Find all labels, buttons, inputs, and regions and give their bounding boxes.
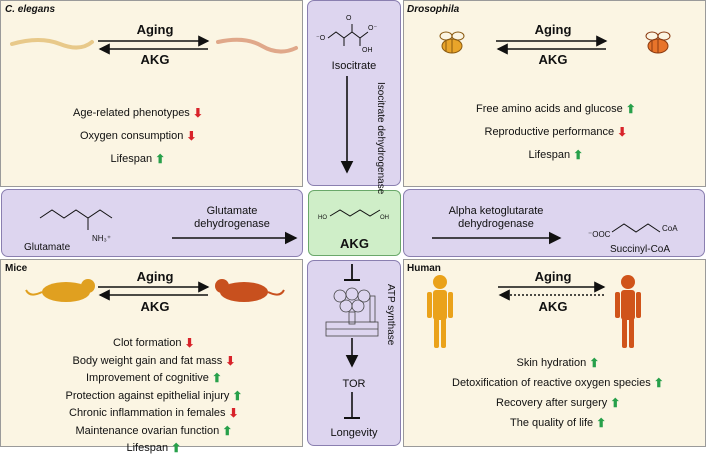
effect-text: Age-related phenotypes (73, 107, 190, 119)
human-title: Human (407, 263, 441, 274)
human-aging-label: Aging (534, 269, 572, 284)
effect-text: The quality of life (510, 417, 594, 429)
isocitrate-dehydrogenase-label: Isocitrate dehydrogenase (375, 82, 386, 195)
effect-row: Chronic inflammation in females⬇ (69, 406, 239, 420)
tor-label: TOR (342, 378, 366, 390)
up-arrow-icon: ⬆ (232, 388, 243, 403)
up-arrow-icon: ⬆ (171, 441, 182, 455)
down-arrow-icon: ⬇ (184, 336, 195, 350)
succinyl-coa-label: Succinyl-CoA (610, 244, 671, 255)
celegans-title: C. elegans (5, 4, 56, 15)
celegans-aging-label: Aging (136, 22, 174, 37)
ooc-label: ⁻OOC (588, 230, 611, 239)
akg-dehydrogenase-line2: dehydrogenase (458, 218, 534, 230)
human-panel (403, 259, 706, 447)
effect-row: Recovery after surgery⬆ (496, 396, 620, 410)
effect-text: Skin hydration (516, 357, 587, 369)
up-arrow-icon: ⬆ (610, 396, 621, 410)
human-akg-label: AKG (538, 299, 568, 314)
isocitrate-panel (307, 0, 401, 186)
glutamate-dehydrogenase-line1: Glutamate (206, 205, 258, 217)
effect-text: Oxygen consumption (80, 130, 184, 142)
up-arrow-icon: ⬆ (596, 416, 607, 430)
atp-synthase-label: ATP synthase (385, 284, 396, 346)
effect-row: Lifespan⬆ (529, 148, 584, 162)
up-arrow-icon: ⬆ (211, 371, 222, 385)
drosophila-panel (403, 0, 706, 187)
drosophila-aging-label: Aging (534, 22, 572, 37)
effect-row: Protection against epithelial injury⬆ (66, 389, 243, 403)
up-arrow-icon: ⬆ (653, 376, 664, 390)
mice-aging-label: Aging (136, 269, 174, 284)
up-arrow-icon: ⬆ (589, 356, 600, 370)
effect-text: Chronic inflammation in females (69, 407, 226, 419)
nh3-label: NH₃⁺ (92, 234, 112, 243)
effect-text: Body weight gain and fat mass (72, 354, 223, 367)
effect-text: Recovery after surgery (496, 397, 608, 409)
effect-text: Clot formation (113, 337, 182, 349)
effect-text: Lifespan (110, 153, 153, 165)
drosophila-akg-label: AKG (538, 52, 568, 67)
glutamate-label: Glutamate (24, 242, 71, 253)
mice-akg-label: AKG (140, 299, 170, 314)
effect-text: Free amino acids and glucose (476, 103, 623, 115)
effect-row: Age-related phenotypes⬇ (73, 106, 203, 120)
akg-dehydrogenase-line1: Alpha ketoglutarate (448, 205, 544, 217)
glutamate-dehydrogenase-line2: dehydrogenase (194, 218, 270, 230)
up-arrow-icon: ⬆ (573, 148, 584, 162)
effect-row: Skin hydration⬆ (517, 356, 600, 370)
effect-row: Improvement of cognitive⬆ (86, 371, 222, 385)
effect-text: Maintenance ovarian function (75, 424, 220, 437)
effect-row: Lifespan⬆ (127, 441, 182, 455)
up-arrow-icon: ⬆ (155, 152, 166, 166)
coa-label: CoA (662, 224, 678, 233)
akg-center-label: AKG (340, 236, 369, 251)
longevity-label: Longevity (330, 427, 378, 439)
celegans-panel (0, 0, 303, 187)
effect-row: Lifespan⬆ (111, 152, 166, 166)
down-arrow-icon: ⬇ (225, 353, 236, 368)
effect-text: Detoxification of reactive oxygen specie… (452, 377, 651, 389)
drosophila-title: Drosophila (407, 4, 460, 15)
effect-row: Body weight gain and fat mass⬇ (73, 354, 236, 368)
effect-row: Oxygen consumption⬇ (80, 129, 196, 143)
isocitrate-label: Isocitrate (331, 60, 377, 72)
akg-box (308, 190, 401, 256)
up-arrow-icon: ⬆ (222, 423, 233, 438)
effect-text: Reproductive performance (484, 126, 615, 138)
effect-text: Lifespan (528, 149, 571, 161)
effect-row: Detoxification of reactive oxygen specie… (452, 376, 664, 390)
mice-title: Mice (5, 263, 28, 274)
effect-text: Lifespan (126, 442, 169, 454)
effect-row: Free amino acids and glucose⬆ (476, 102, 636, 116)
down-arrow-icon: ⬇ (186, 129, 197, 143)
down-arrow-icon: ⬇ (228, 406, 239, 420)
down-arrow-icon: ⬇ (617, 125, 628, 139)
effect-text: Protection against epithelial injury (65, 389, 230, 402)
effect-row: Reproductive performance⬇ (485, 125, 628, 139)
effect-row: Clot formation⬇ (113, 336, 195, 350)
up-arrow-icon: ⬆ (625, 102, 636, 116)
effect-text: Improvement of cognitive (86, 372, 209, 384)
glutamate-panel (1, 189, 303, 257)
celegans-akg-label: AKG (140, 52, 170, 67)
down-arrow-icon: ⬇ (192, 106, 203, 120)
succinyl-panel (403, 189, 705, 257)
effect-row: Maintenance ovarian function⬆ (76, 424, 233, 438)
effect-row: The quality of life⬆ (510, 416, 606, 430)
